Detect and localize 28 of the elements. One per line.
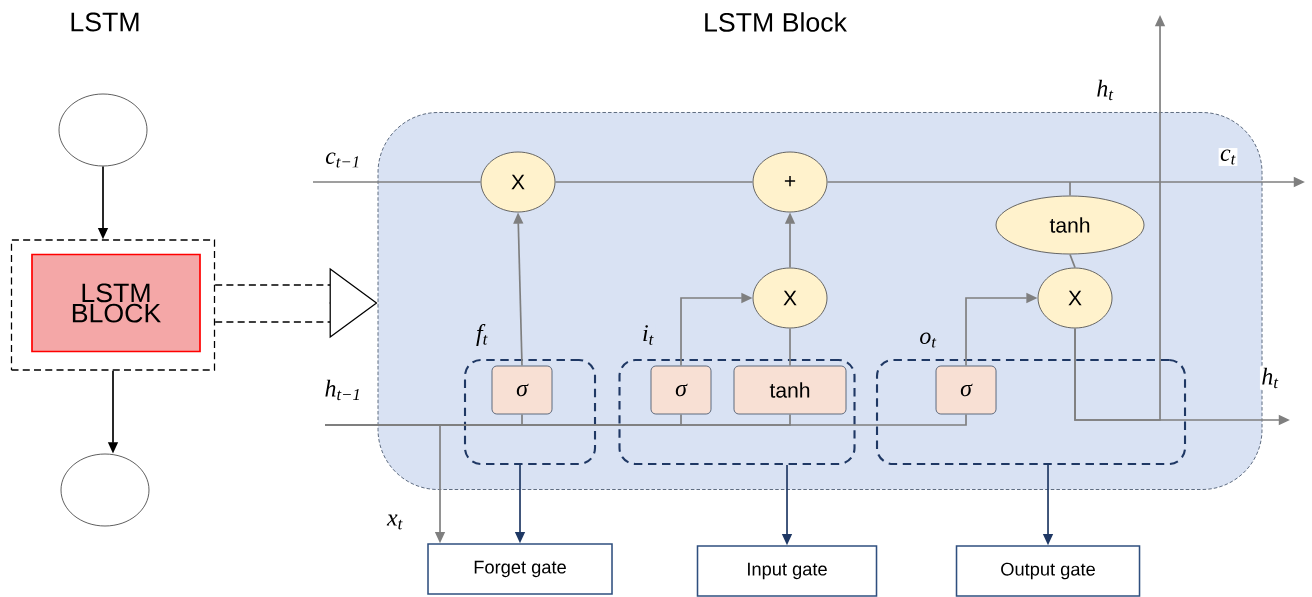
gate-box: Output gate [955, 545, 1141, 597]
heading: LSTM [71, 12, 139, 32]
gate-group [875, 358, 1187, 466]
edge-label: o$_{t}$ [917, 331, 939, 349]
block-box: LSTM BLOCK [31, 253, 201, 353]
edge-label: h$_{t}$ [1259, 366, 1281, 390]
dashed-frame [10, 239, 216, 371]
connector-line [1069, 181, 1071, 197]
edge-label: c$_{t−1}$ [323, 151, 363, 169]
gate-box: Input gate [696, 545, 878, 597]
sigmoid-box: σ [491, 365, 553, 415]
connector-line [312, 181, 482, 183]
heading: LSTM Block [705, 12, 847, 32]
tanh-box: tanh [733, 365, 847, 415]
connector-line [789, 327, 791, 367]
circle-node [60, 453, 150, 527]
gate-group [618, 358, 856, 466]
connector-line [1069, 253, 1076, 269]
edge-label: h$_{t}$ [1094, 78, 1116, 102]
edge-label: h$_{t−1}$ [323, 378, 363, 402]
gate-group [463, 358, 597, 466]
connector-line [554, 181, 754, 183]
circle-node [58, 93, 148, 167]
sigmoid-box: σ [650, 365, 712, 415]
connector-line [324, 413, 967, 426]
edge-label: x$_{t}$ [385, 513, 405, 531]
gate-box: Forget gate [427, 543, 613, 595]
sigmoid-box: σ [935, 365, 997, 415]
